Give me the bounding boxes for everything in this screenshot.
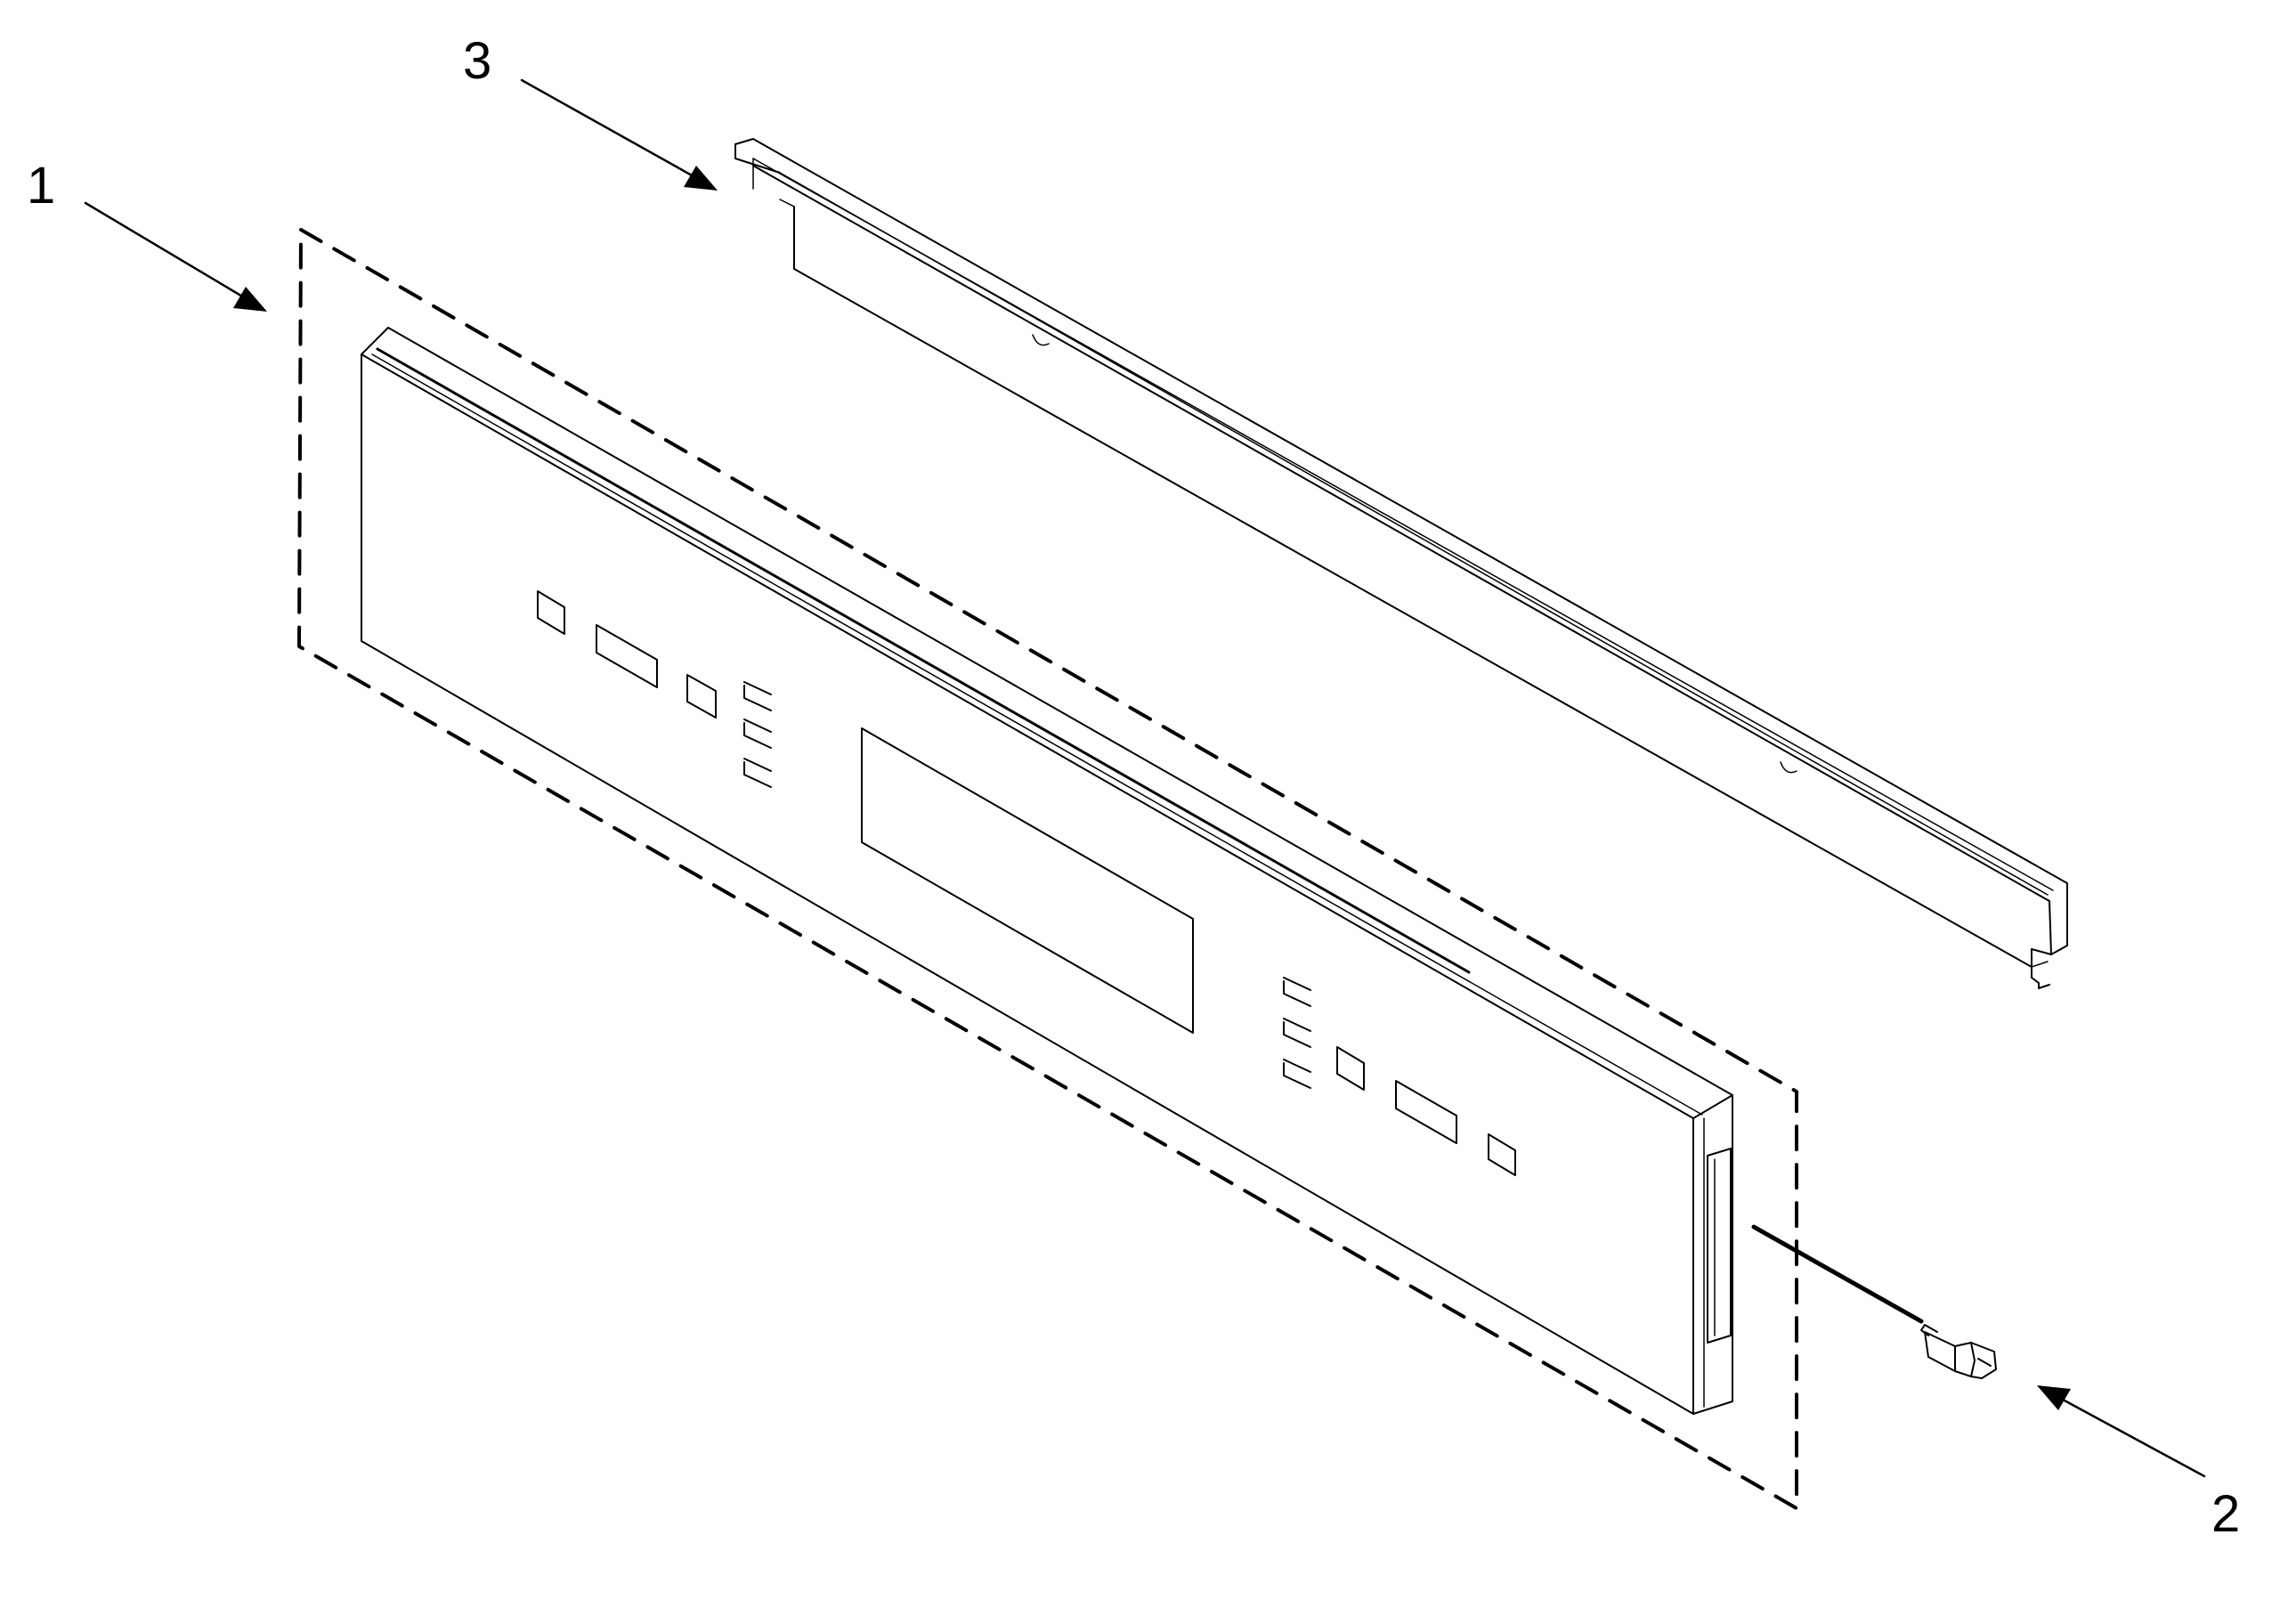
callout-label-3: 3 [463, 32, 491, 90]
assembly-1-dashed-outline [297, 228, 1798, 1510]
part-2-screw [1751, 1224, 1997, 1379]
leader-arrow-1 [84, 201, 267, 312]
leader-arrow-3 [520, 78, 718, 191]
callout-label-2: 2 [2211, 1485, 2240, 1543]
part-1-control-panel [361, 327, 1733, 1415]
part-3-mounting-bracket [734, 138, 2068, 989]
leader-arrow-2 [2037, 1385, 2206, 1478]
callout-label-1: 1 [27, 157, 55, 215]
